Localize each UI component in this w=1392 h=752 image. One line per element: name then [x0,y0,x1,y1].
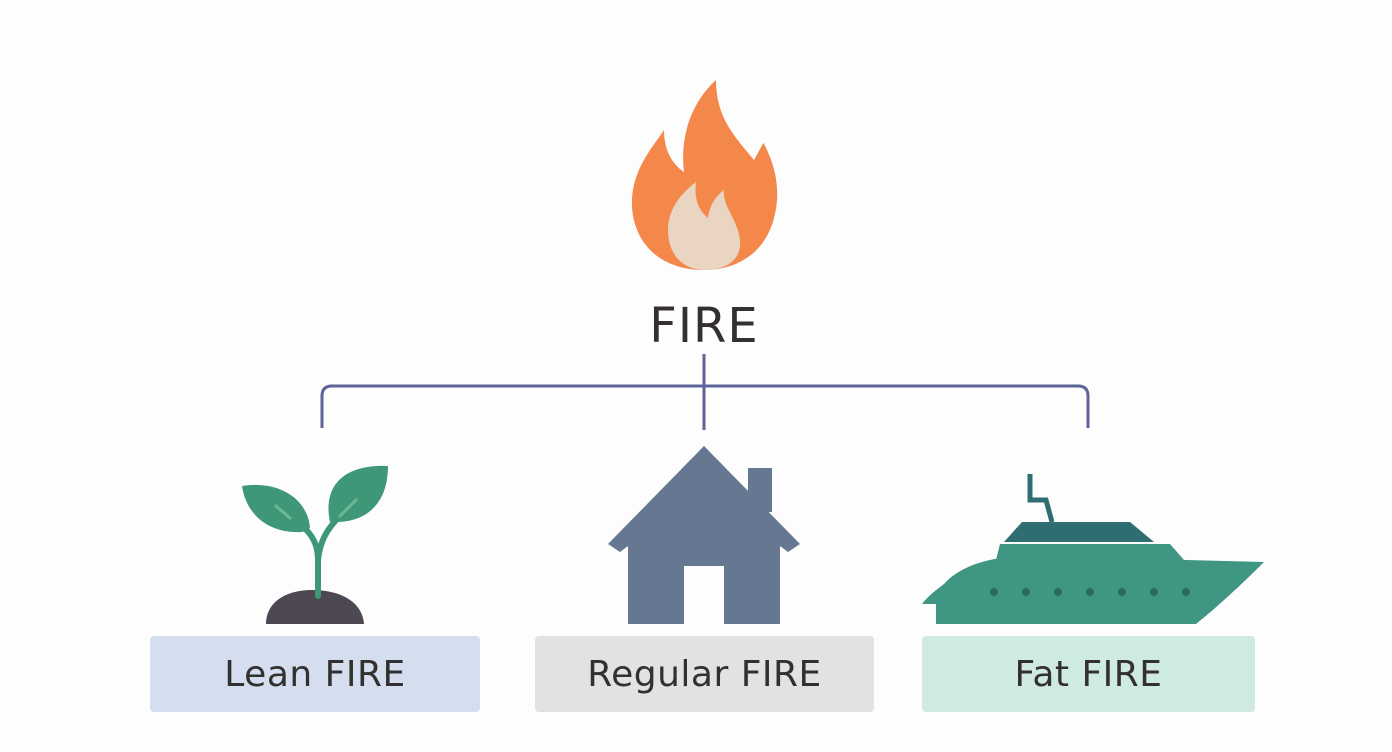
sprout-leaf-left [242,484,310,533]
fire-inner-flame [668,182,741,270]
fat-fire-label: Fat FIRE [1014,653,1163,695]
leaf-vein-right [338,498,358,518]
regular-fire-box: Regular FIRE [535,636,874,712]
regular-fire-label: Regular FIRE [587,653,822,695]
fire-icon [631,80,778,270]
yacht-mast [1027,474,1055,523]
house-body [608,446,800,624]
yacht-portholes [990,588,1190,596]
fat-fire-box: Fat FIRE [922,636,1255,712]
connector-lines [320,354,1090,430]
fire-outer-flame [631,80,778,270]
yacht-upper-deck [1004,522,1154,542]
leaf-vein-left [274,504,292,520]
soil-mound [266,590,364,624]
connector-horizontal-bar [320,384,1090,428]
yacht-icon [922,474,1264,624]
yacht-cabin [996,544,1184,560]
house-icon [608,446,800,624]
lean-fire-label: Lean FIRE [224,653,406,695]
root-title: FIRE [649,298,759,354]
lean-fire-box: Lean FIRE [150,636,480,712]
sprout-leaf-right [328,465,388,523]
sprout-icon [242,465,388,624]
